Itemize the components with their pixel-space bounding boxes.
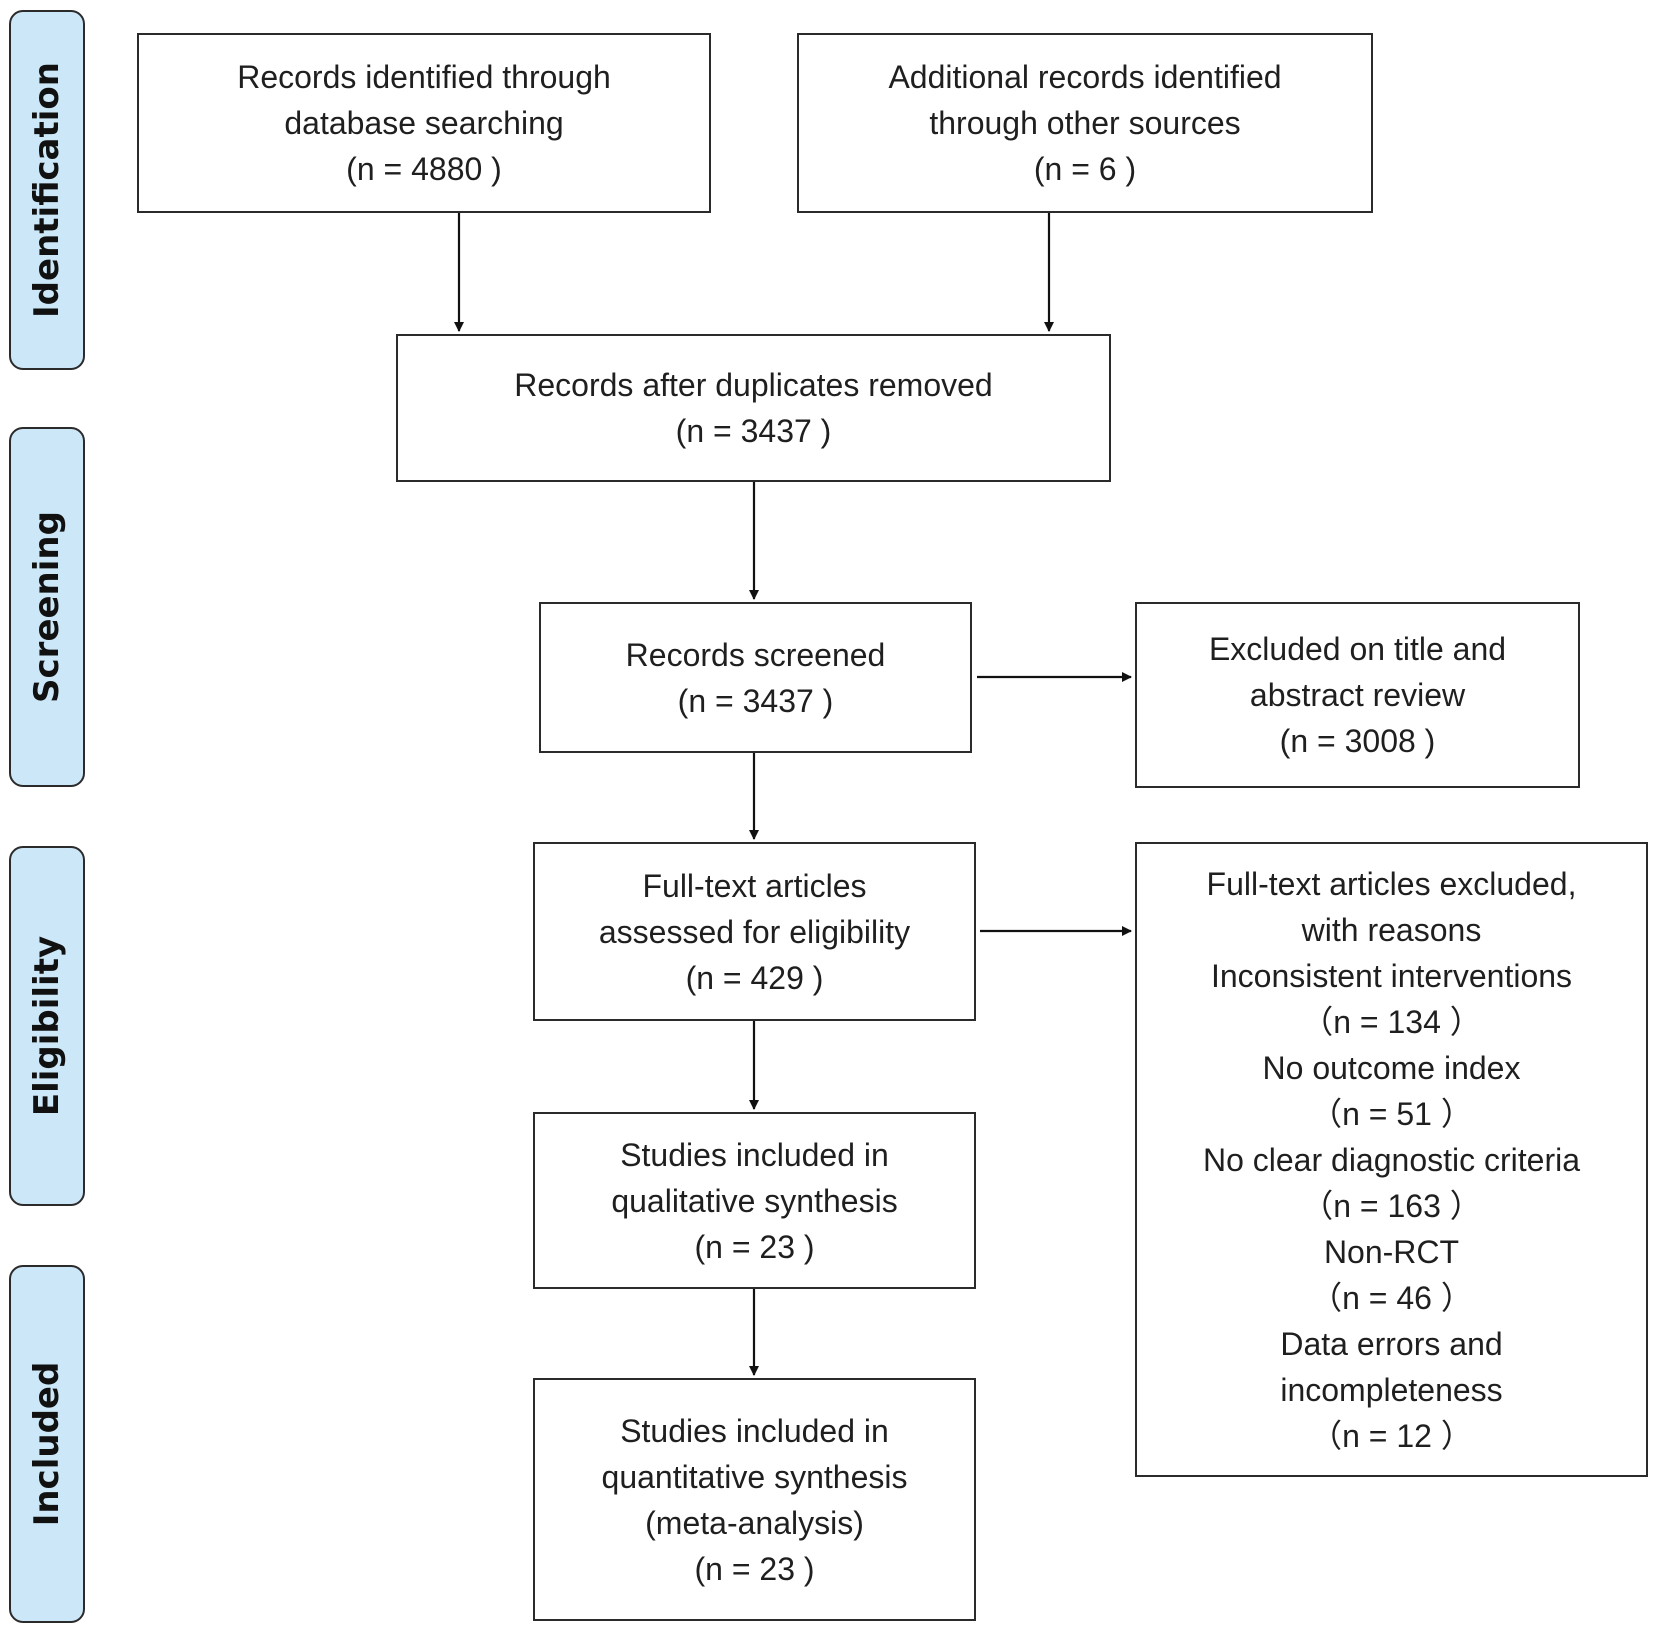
text-line: Records screened (625, 636, 886, 673)
phase-label-eligibility: Eligibility (27, 935, 67, 1117)
box-excluded-title-abstract: Excluded on title and abstract review (n… (1135, 602, 1580, 788)
text-line: qualitative synthesis (611, 1182, 898, 1219)
text-line: Excluded on title and (1208, 631, 1507, 667)
box-quantitative-synthesis: Studies included in quantitative synthes… (533, 1378, 976, 1621)
text-line: through other sources (929, 105, 1241, 141)
count-line: (n = 6 ) (1033, 151, 1137, 187)
phase-label-included: Included (27, 1361, 67, 1527)
text-line: Records identified through (237, 59, 611, 95)
text-line: (meta-analysis) (645, 1504, 864, 1541)
phase-label-screening: Screening (27, 511, 67, 703)
count-line: (n = 3437 ) (675, 413, 832, 449)
count-line: (n = 429 ) (685, 959, 824, 996)
count-line: (n = 23 ) (694, 1228, 815, 1265)
reason-line: Inconsistent interventions (1210, 957, 1573, 994)
text-line: assessed for eligibility (598, 913, 911, 950)
text-line: Records after duplicates removed (514, 367, 993, 403)
reason-line: Non-RCT (1323, 1233, 1460, 1270)
count-line: (n = 3437 ) (677, 682, 834, 719)
reason-line: incompleteness (1280, 1371, 1503, 1408)
phase-screening: Screening (9, 427, 85, 787)
text-line: quantitative synthesis (601, 1458, 908, 1495)
text-line: Full-text articles (642, 867, 867, 904)
phase-identification: Identification (9, 10, 85, 370)
box-full-text-assessed: Full-text articles assessed for eligibil… (533, 842, 976, 1021)
phase-included: Included (9, 1265, 85, 1623)
box-after-duplicates: Records after duplicates removed (n = 34… (396, 334, 1111, 482)
count-line: (n = 3008 ) (1279, 723, 1436, 759)
count-line: （n = 46 ） (1310, 1279, 1473, 1316)
phase-label-identification: Identification (27, 62, 67, 318)
reason-line: No clear diagnostic criteria (1202, 1141, 1581, 1178)
reason-line: Data errors and (1280, 1325, 1503, 1362)
count-line: (n = 4880 ) (346, 151, 502, 187)
text-line: database searching (284, 105, 564, 141)
box-full-text-excluded: Full-text articles excluded, with reason… (1135, 842, 1648, 1477)
text-line: Studies included in (620, 1136, 889, 1173)
box-records-screened: Records screened (n = 3437 ) (539, 602, 972, 753)
box-database-search: Records identified through database sear… (137, 33, 711, 213)
phase-eligibility: Eligibility (9, 846, 85, 1206)
text-line: Additional records identified (888, 59, 1282, 95)
text-line: Studies included in (620, 1412, 889, 1449)
box-other-sources: Additional records identified through ot… (797, 33, 1373, 213)
count-line: （n = 163 ） (1301, 1187, 1482, 1224)
text-line: with reasons (1301, 911, 1482, 948)
count-line: （n = 51 ） (1310, 1095, 1473, 1132)
count-line: (n = 23 ) (694, 1550, 815, 1587)
reason-line: No outcome index (1262, 1049, 1521, 1086)
box-qualitative-synthesis: Studies included in qualitative synthesi… (533, 1112, 976, 1289)
text-line: abstract review (1249, 677, 1466, 713)
count-line: （n = 12 ） (1310, 1417, 1473, 1454)
text-line: Full-text articles excluded, (1206, 865, 1577, 902)
count-line: （n = 134 ） (1301, 1003, 1482, 1040)
